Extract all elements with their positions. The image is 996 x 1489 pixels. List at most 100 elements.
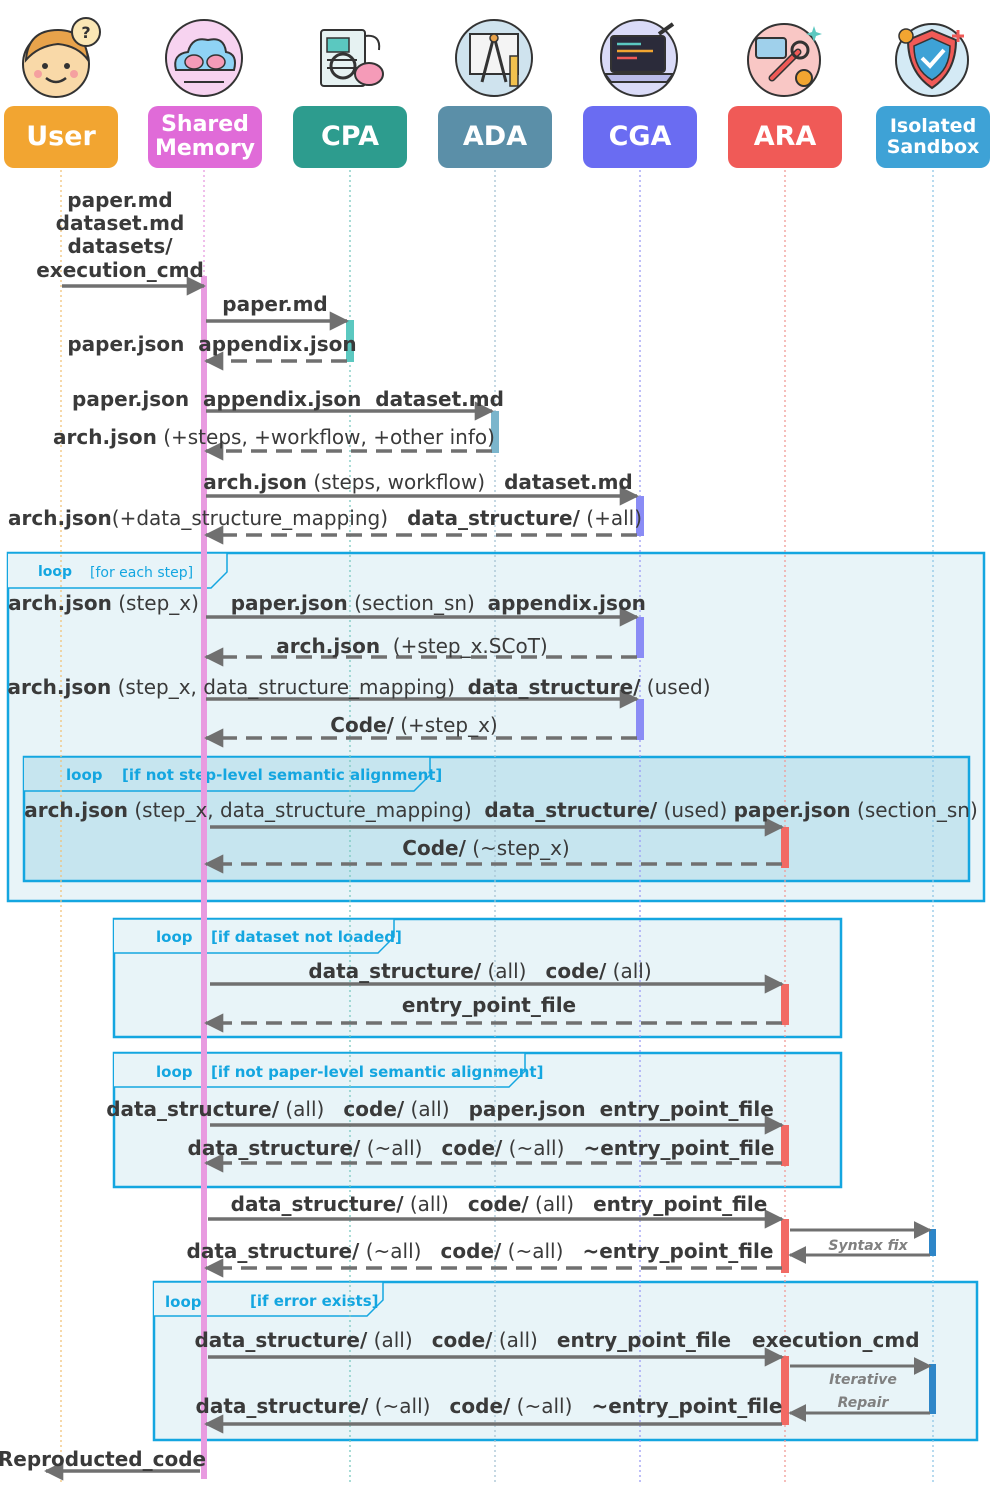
message-label-plain: (all) <box>367 1328 431 1352</box>
message-label-plain: (~all) <box>501 1239 582 1263</box>
message-label-plain: (+step_x) <box>394 713 498 737</box>
message-labels: paper.mddataset.mddatasets/execution_cmd… <box>0 188 978 1471</box>
message-label: data_structure/ (all) code/ (all) paper.… <box>106 1097 774 1121</box>
message-label-bold: paper.json appendix.json dataset.md <box>72 387 504 411</box>
message-label-bold: paper.json entry_point_file <box>469 1097 774 1121</box>
loop-condition: [for each step] <box>90 565 193 581</box>
message-label-bold: arch.json <box>203 470 307 494</box>
message-label-bold: data_structure/ <box>484 798 658 822</box>
message-label-bold: entry_point_file <box>593 1192 767 1216</box>
iterative-repair-note: Iterative <box>829 1372 897 1388</box>
loop-condition: [if dataset not loaded] <box>211 928 402 946</box>
message-label-bold: appendix.json <box>488 591 646 615</box>
message-label-bold: data_structure/ <box>187 1239 361 1263</box>
message-label-plain: (all) <box>404 1097 468 1121</box>
message-label-plain: (steps, workflow) <box>307 470 504 494</box>
message-label-bold: code/ <box>343 1097 404 1121</box>
message-label-bold: arch.json <box>276 634 380 658</box>
message-label-bold: datasets/ <box>67 234 173 258</box>
message-label-bold: dataset.md <box>56 211 185 235</box>
message-label-bold: Code/ <box>402 836 466 860</box>
message-label-bold: Reproducted_code <box>0 1447 206 1471</box>
message-label-bold: data_structure/ <box>194 1328 368 1352</box>
message-label-bold: data_structure/ <box>106 1097 280 1121</box>
message-label-bold: code/ <box>432 1328 493 1352</box>
loop-keyword: loop <box>165 1293 202 1311</box>
message-label: arch.json (step_x, data_structure_mappin… <box>7 675 710 699</box>
message-label: arch.json(+data_structure_mapping) data_… <box>8 506 642 530</box>
message-label: arch.json (+step_x.SCoT) <box>276 634 547 658</box>
participant-label: User <box>26 121 96 153</box>
participant-isolated-sandbox: Isolated Sandbox <box>876 106 990 168</box>
message-label-plain: (+all) <box>580 506 642 530</box>
message-label-bold: entry_point_file execution_cmd <box>557 1328 920 1352</box>
message-label-bold: ~entry_point_file <box>591 1394 782 1418</box>
participant-label: CPA <box>320 121 380 153</box>
activation-cga-2 <box>636 617 644 658</box>
message-label: dataset.md <box>56 211 185 235</box>
loop-keyword: loop <box>38 564 72 580</box>
participant-ara: ARA <box>728 106 842 168</box>
message-label-plain: (+step_x.SCoT) <box>380 634 548 658</box>
message-label-bold: arch.json <box>8 591 112 615</box>
loop-condition: [if error exists] <box>250 1292 379 1310</box>
loop-keyword: loop <box>156 928 193 946</box>
message-label-plain: (used) <box>640 675 710 699</box>
loop-keyword: loop <box>66 766 103 784</box>
message-label: Code/ (~step_x) <box>402 836 569 860</box>
loop-condition: [if not paper-level semantic alignment] <box>211 1063 543 1081</box>
participant-label: Shared <box>161 111 249 137</box>
loop-condition: [if not step-level semantic alignment] <box>122 766 442 784</box>
message-label-bold: paper.json appendix.json <box>67 332 356 356</box>
svg-text:?: ? <box>81 23 90 42</box>
message-label-plain: (used) <box>657 798 733 822</box>
participant-cga: CGA <box>583 106 697 168</box>
message-arrows <box>44 276 932 1481</box>
message-label-plain: (+steps, +workflow, +other info) <box>157 425 495 449</box>
participant-label: Sandbox <box>886 136 980 158</box>
participant-label: Memory <box>154 136 256 161</box>
message-label-bold: data_structure/ <box>231 1192 405 1216</box>
activation-ara-4 <box>781 1219 789 1273</box>
syntax-fix-note: Syntax fix <box>828 1238 908 1254</box>
message-label-bold: code/ <box>441 1239 502 1263</box>
activation-cga-1 <box>636 496 644 536</box>
smiling-user-icon: ? <box>22 17 101 98</box>
participant-label: Isolated <box>889 115 977 138</box>
message-label-plain: (~all) <box>360 1136 441 1160</box>
message-label: paper.json appendix.json <box>67 332 356 356</box>
message-label: arch.json (step_x, data_structure_mappin… <box>24 798 978 822</box>
activation-ada <box>491 411 499 453</box>
message-label: data_structure/ (~all) code/ (~all) ~ent… <box>188 1136 775 1160</box>
participant-label: CGA <box>608 121 672 153</box>
message-label: Reproducted_code <box>0 1447 206 1471</box>
cloud-brain-icon <box>165 19 243 97</box>
message-label: data_structure/ (~all) code/ (~all) ~ent… <box>187 1239 774 1263</box>
message-label-bold: arch.json <box>24 798 128 822</box>
message-label-plain: (all) <box>529 1192 593 1216</box>
message-label-plain: (~all) <box>368 1394 449 1418</box>
message-label-plain: (step_x, data_structure_mapping) <box>111 675 467 699</box>
participant-label: ARA <box>753 121 817 153</box>
message-label-plain: (step_x) <box>112 591 231 615</box>
message-label-bold: data_structure/ <box>196 1394 370 1418</box>
loop-frame-error-exists: loop [if error exists] <box>152 1280 979 1442</box>
message-label-plain: (step_x, data_structure_mapping) <box>128 798 484 822</box>
participant-cpa: CPA <box>293 106 407 168</box>
message-label: arch.json (+steps, +workflow, +other inf… <box>53 425 495 449</box>
loop-keyword: loop <box>156 1063 193 1081</box>
message-label-plain: (~step_x) <box>466 836 570 860</box>
message-label-bold: execution_cmd <box>36 258 204 282</box>
message-label-bold: Code/ <box>330 713 394 737</box>
message-label-plain: (all) <box>404 1192 468 1216</box>
shield-check-icon <box>895 23 969 97</box>
message-label-plain: (+data_structure_mapping) <box>112 506 407 530</box>
message-label-bold: paper.md <box>67 188 172 212</box>
message-label: arch.json (step_x) paper.json (section_s… <box>8 591 646 615</box>
loop-frame-step-level-alignment: loop [if not step-level semantic alignme… <box>22 755 971 883</box>
message-label-plain: (all) <box>492 1328 556 1352</box>
message-label: paper.md <box>67 188 172 212</box>
activation-ara-3 <box>781 1125 789 1166</box>
blueprint-compass-icon <box>455 19 533 97</box>
